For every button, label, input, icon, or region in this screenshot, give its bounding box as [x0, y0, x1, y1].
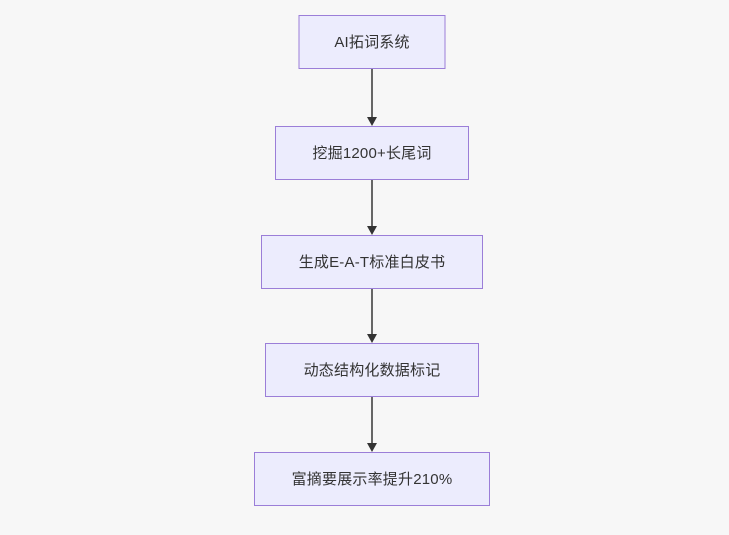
edge-line — [371, 289, 373, 334]
arrowhead-icon — [367, 226, 377, 235]
flow-node-label: 挖掘1200+长尾词 — [312, 144, 432, 162]
arrowhead-icon — [367, 117, 377, 126]
flow-node-mine-longtail-keywords[interactable]: 挖掘1200+长尾词 — [275, 126, 469, 180]
flow-node-rich-snippet-impression-uplift[interactable]: 富摘要展示率提升210% — [254, 452, 490, 506]
edge-line — [371, 180, 373, 226]
flow-node-ai-keyword-system[interactable]: AI拓词系统 — [298, 15, 446, 69]
flow-node-label: 动态结构化数据标记 — [303, 361, 441, 379]
flow-edge-2 — [364, 180, 380, 235]
flow-node-dynamic-structured-data-markup[interactable]: 动态结构化数据标记 — [265, 343, 479, 397]
flow-node-label: AI拓词系统 — [334, 33, 410, 51]
edge-line — [371, 69, 373, 117]
flow-edge-3 — [364, 289, 380, 343]
flow-edge-4 — [364, 397, 380, 452]
flow-edge-1 — [364, 69, 380, 126]
flow-node-label: 富摘要展示率提升210% — [291, 470, 453, 488]
flow-node-label: 生成E-A-T标准白皮书 — [298, 253, 446, 271]
arrowhead-icon — [367, 443, 377, 452]
flow-node-generate-eat-whitepaper[interactable]: 生成E-A-T标准白皮书 — [261, 235, 483, 289]
edge-line — [371, 397, 373, 443]
arrowhead-icon — [367, 334, 377, 343]
